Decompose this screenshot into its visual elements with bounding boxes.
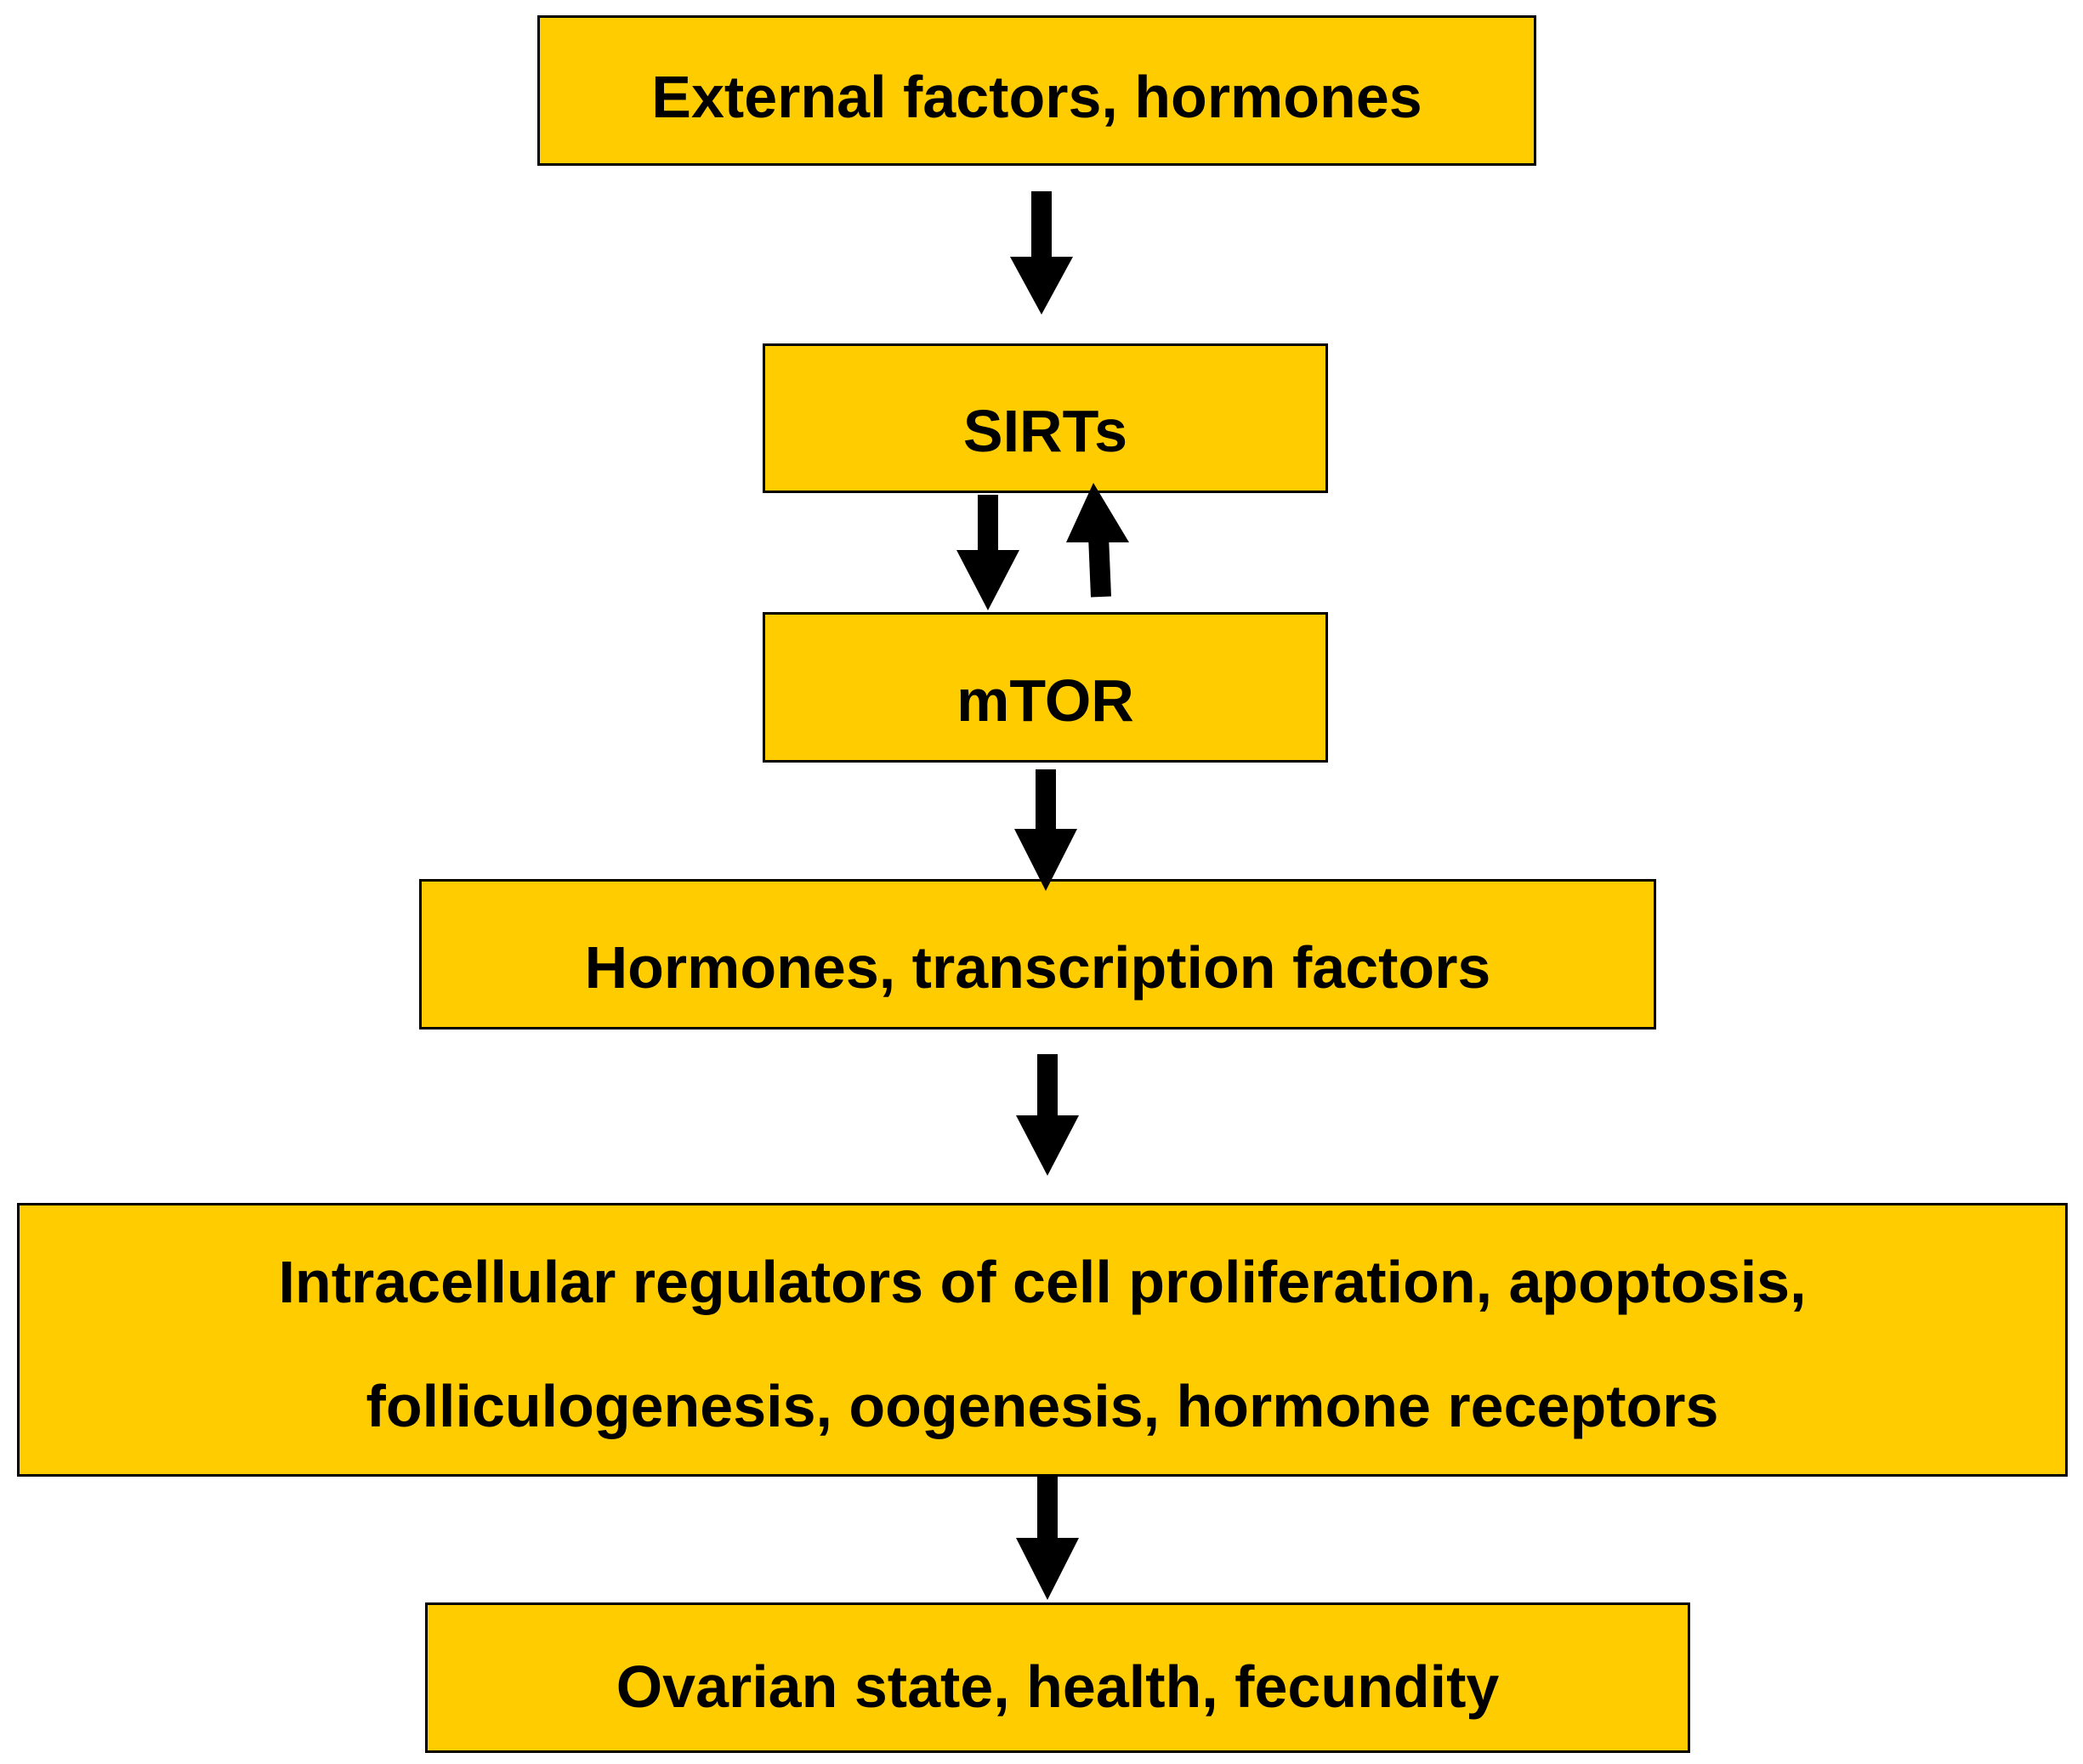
arrow-hormones-to-intracellular: [1016, 1054, 1079, 1176]
node-sirts: SIRTs: [763, 343, 1328, 493]
node-mtor: mTOR: [763, 612, 1328, 763]
node-mtor-label: mTOR: [956, 666, 1134, 734]
node-hormones-transcription: Hormones, transcription factors: [419, 879, 1656, 1029]
node-intracellular-regulators-line1: Intracellular regulators of cell prolife…: [278, 1249, 1807, 1315]
node-ovarian-state: Ovarian state, health, fecundity: [425, 1602, 1690, 1753]
node-intracellular-regulators-line2: folliculogenesis, oogenesis, hormone rec…: [366, 1373, 1719, 1439]
arrow-mtor-to-hormones: [1014, 769, 1077, 891]
node-hormones-transcription-label: Hormones, transcription factors: [584, 933, 1491, 1001]
node-sirts-label: SIRTs: [962, 398, 1128, 464]
arrow-mtor-to-sirts: [1066, 483, 1129, 598]
node-ovarian-state-label: Ovarian state, health, fecundity: [616, 1653, 1500, 1720]
node-external-factors-label: External factors, hormones: [651, 63, 1422, 130]
node-intracellular-regulators: Intracellular regulators of cell prolife…: [17, 1203, 2068, 1477]
arrow-sirts-to-mtor: [956, 495, 1019, 610]
arrow-intracellular-to-ovarian: [1016, 1477, 1079, 1600]
node-external-factors: External factors, hormones: [537, 15, 1536, 166]
arrow-external-to-sirts: [1010, 191, 1073, 315]
